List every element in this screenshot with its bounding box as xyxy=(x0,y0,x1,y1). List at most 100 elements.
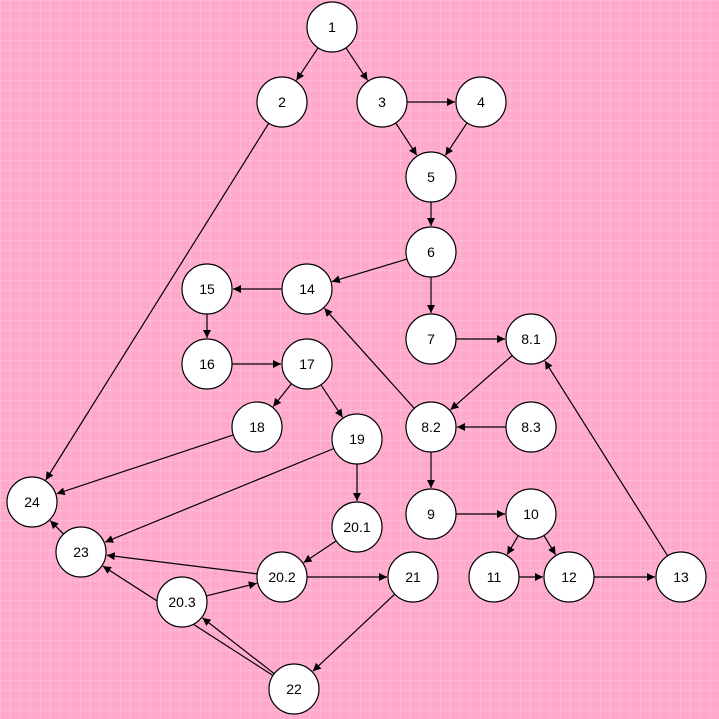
node-label: 3 xyxy=(378,94,386,110)
node-20-2[interactable]: 20.2 xyxy=(256,551,308,603)
node-label: 15 xyxy=(199,281,215,297)
edge-line xyxy=(272,383,292,407)
node-15[interactable]: 15 xyxy=(181,263,233,315)
node-20-1[interactable]: 20.1 xyxy=(331,501,383,553)
edge-arrow xyxy=(272,383,292,407)
node-label: 19 xyxy=(349,431,365,447)
node-label: 17 xyxy=(299,356,315,372)
node-label: 4 xyxy=(477,94,485,110)
node-label: 1 xyxy=(328,19,336,35)
node-label: 12 xyxy=(561,569,577,585)
node-label: 6 xyxy=(427,244,435,260)
node-7[interactable]: 7 xyxy=(405,313,457,365)
node-3[interactable]: 3 xyxy=(356,76,408,128)
edge-line xyxy=(202,617,275,675)
edge-line xyxy=(544,360,669,557)
node-24[interactable]: 24 xyxy=(6,476,58,528)
edge-arrow xyxy=(395,122,418,156)
edge-line xyxy=(320,384,344,418)
node-1[interactable]: 1 xyxy=(306,1,358,53)
edge-line xyxy=(395,122,418,156)
node-14[interactable]: 14 xyxy=(281,263,333,315)
edge-line xyxy=(45,122,270,481)
node-label: 21 xyxy=(405,569,421,585)
edge-line xyxy=(303,540,337,564)
node-2[interactable]: 2 xyxy=(256,76,308,128)
node-label: 16 xyxy=(199,356,215,372)
node-22[interactable]: 22 xyxy=(268,663,320,715)
node-11[interactable]: 11 xyxy=(468,551,520,603)
edge-arrow xyxy=(303,540,337,564)
edge-arrow xyxy=(345,47,369,81)
node-10[interactable]: 10 xyxy=(505,488,557,540)
edge-arrow xyxy=(49,520,64,535)
node-5[interactable]: 5 xyxy=(405,151,457,203)
edge-line xyxy=(345,47,369,81)
node-9[interactable]: 9 xyxy=(405,488,457,540)
edge-arrow xyxy=(45,122,270,481)
node-label: 9 xyxy=(427,506,435,522)
node-label: 24 xyxy=(24,494,40,510)
node-label: 14 xyxy=(299,281,315,297)
edge-arrow xyxy=(323,307,415,409)
edge-arrow xyxy=(320,384,344,418)
node-16[interactable]: 16 xyxy=(181,338,233,390)
node-12[interactable]: 12 xyxy=(543,551,595,603)
node-label: 8.1 xyxy=(521,331,541,347)
edge-line xyxy=(450,355,513,411)
node-17[interactable]: 17 xyxy=(281,338,333,390)
edge-arrow xyxy=(543,535,557,556)
edge-line xyxy=(104,447,335,543)
edge-arrow xyxy=(206,581,257,597)
edge-arrow xyxy=(312,593,396,672)
edge-line xyxy=(49,520,64,535)
edge-line xyxy=(312,593,396,672)
node-label: 13 xyxy=(673,569,689,585)
node-13[interactable]: 13 xyxy=(655,551,707,603)
edge-line xyxy=(543,535,557,556)
node-18[interactable]: 18 xyxy=(231,401,283,453)
node-19[interactable]: 19 xyxy=(331,413,383,465)
node-8-3[interactable]: 8.3 xyxy=(505,401,557,453)
edge-arrow xyxy=(295,47,319,81)
edge-line xyxy=(295,47,319,81)
edge-arrow xyxy=(104,447,335,543)
node-label: 10 xyxy=(523,506,539,522)
node-label: 11 xyxy=(487,569,502,585)
edge-arrow xyxy=(56,434,234,496)
edge-arrow xyxy=(331,258,408,284)
node-21[interactable]: 21 xyxy=(387,551,439,603)
edge-arrow xyxy=(106,552,258,575)
node-label: 20.1 xyxy=(343,519,370,535)
edge-arrow xyxy=(450,355,513,411)
node-label: 7 xyxy=(427,331,435,347)
edge-line xyxy=(323,307,415,409)
edge-line xyxy=(331,258,408,284)
node-label: 18 xyxy=(249,419,265,435)
node-4[interactable]: 4 xyxy=(455,76,507,128)
node-6[interactable]: 6 xyxy=(405,226,457,278)
edge-line xyxy=(444,122,468,156)
edge-line xyxy=(206,581,257,597)
edge-arrow xyxy=(444,122,468,156)
edge-arrow xyxy=(544,360,669,557)
edges-layer xyxy=(45,47,669,677)
node-label: 2 xyxy=(278,94,286,110)
node-20-3[interactable]: 20.3 xyxy=(156,576,208,628)
edge-line xyxy=(506,535,519,555)
node-label: 23 xyxy=(73,544,89,560)
edge-line xyxy=(56,434,234,496)
edge-line xyxy=(106,552,258,575)
node-23[interactable]: 23 xyxy=(55,526,107,578)
edge-arrow xyxy=(202,617,275,675)
node-8-2[interactable]: 8.2 xyxy=(405,401,457,453)
node-8-1[interactable]: 8.1 xyxy=(505,313,557,365)
node-label: 8.2 xyxy=(421,419,441,435)
node-label: 20.2 xyxy=(268,569,295,585)
edge-arrow xyxy=(506,535,519,555)
nodes-layer: 1 2 3 4 5 6 7 8.1 8.2 8.3 9 10 11 12 13 … xyxy=(6,1,707,715)
node-label: 22 xyxy=(286,681,302,697)
node-label: 5 xyxy=(427,169,435,185)
